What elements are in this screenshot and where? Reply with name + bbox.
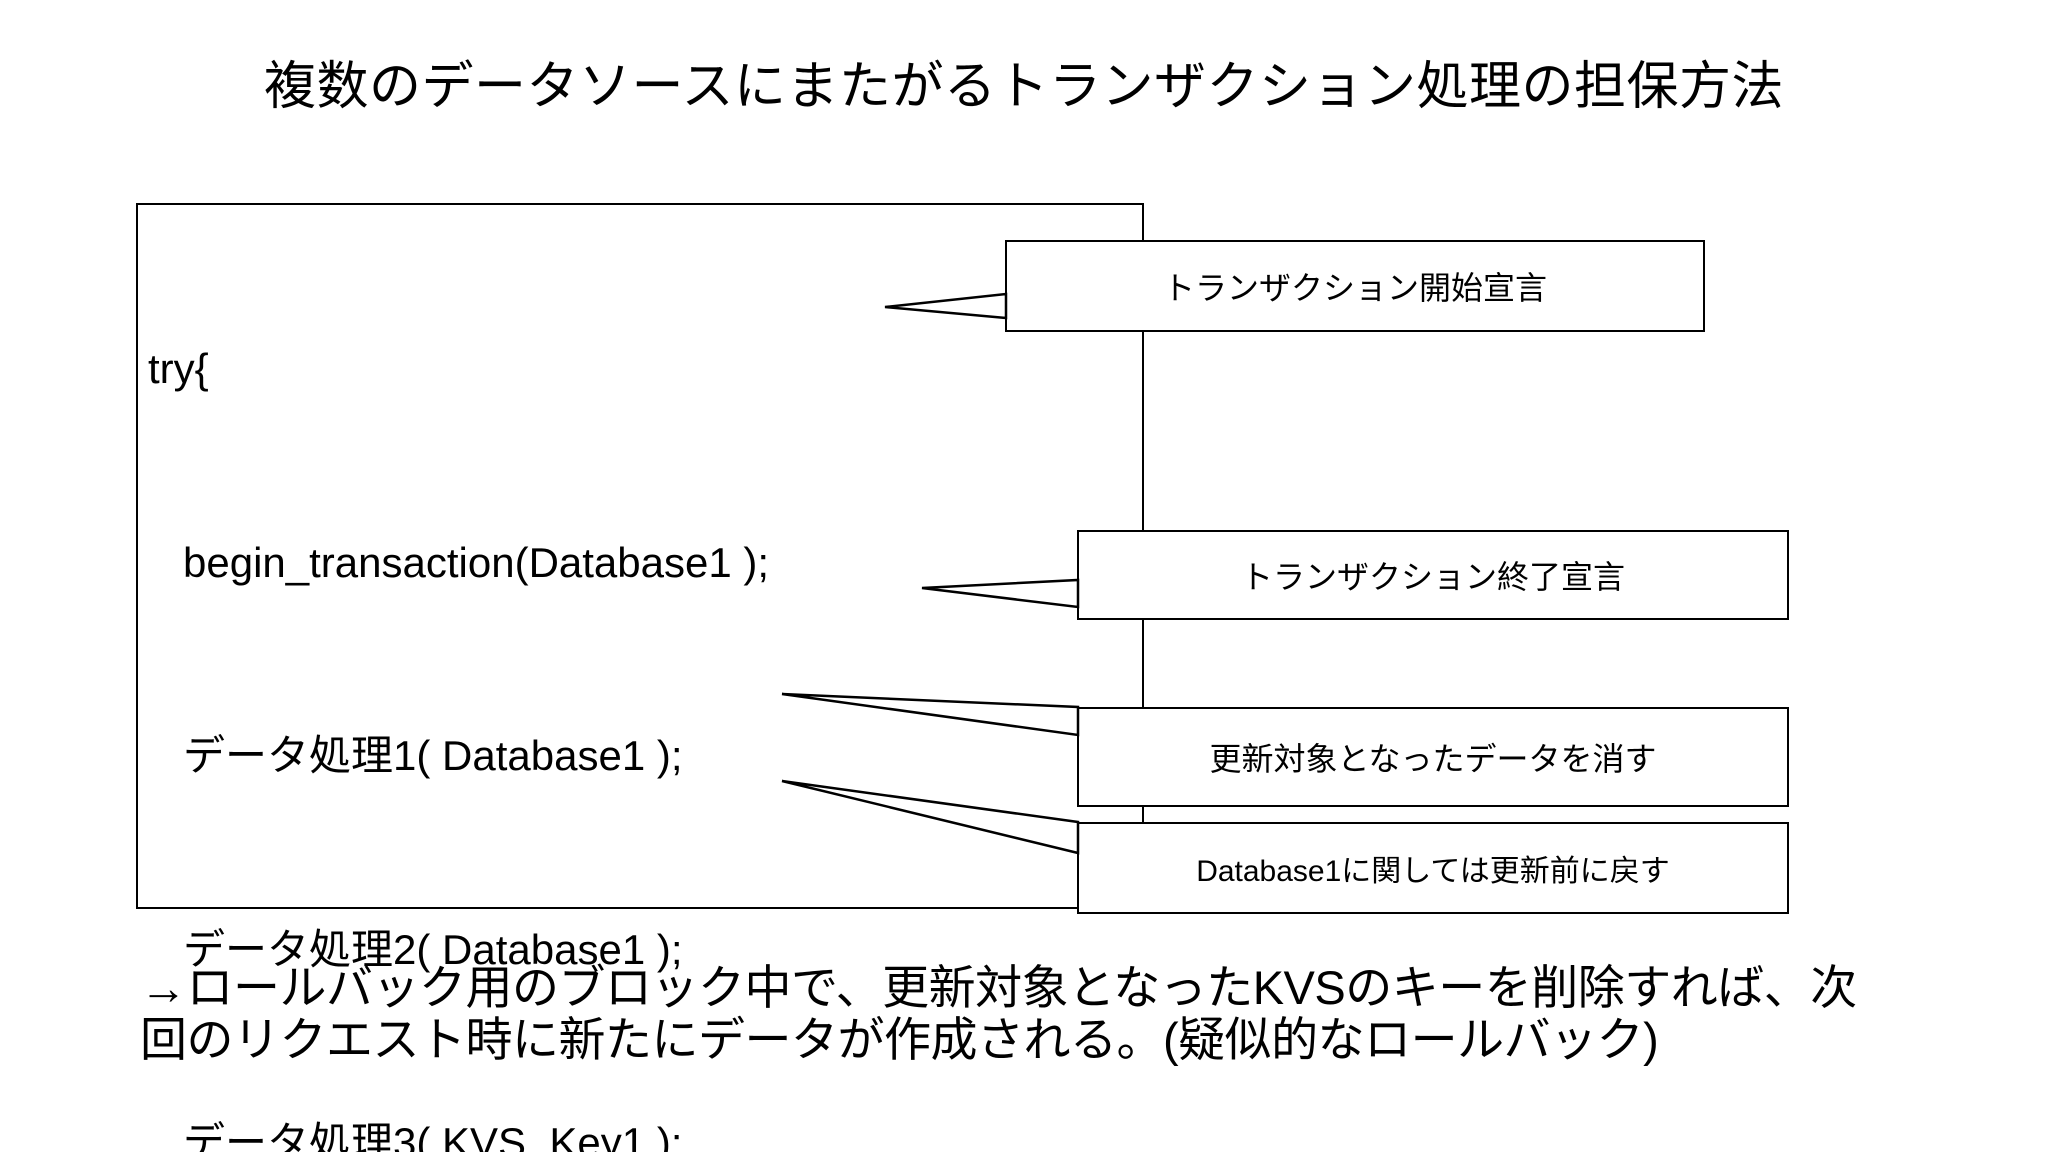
callout-label: トランザクション終了宣言 [1240,559,1625,595]
callout-label: Database1に関しては更新前に戻す [1196,855,1670,888]
summary-line-1: →ロールバック用のブロック中で、更新対象となったKVSのキーを削除すれば、次 [140,961,1857,1014]
code-line: begin_transaction(Database1 ); [148,538,770,586]
callout-rollback-database: Database1に関しては更新前に戻す [1077,822,1789,914]
summary-text: →ロールバック用のブロック中で、更新対象となったKVSのキーを削除すれば、次 回… [140,962,1940,1066]
summary-line-2: 回のリクエスト時に新たにデータが作成される。(疑似的なロールバック) [140,1013,1659,1066]
code-line: データ処理3( KVS_Key1 ); [148,1119,683,1152]
code-line: データ処理2( Database1 ); [148,925,683,973]
callout-delete-kvs-key: 更新対象となったデータを消す [1077,707,1789,807]
callout-label: 更新対象となったデータを消す [1209,741,1657,777]
code-line: try{ [148,345,209,392]
code-line: データ処理1( Database1 ); [148,732,683,779]
code-listing: try{ begin_transaction(Database1 ); データ処… [148,208,1148,1152]
callout-label: トランザクション開始宣言 [1162,270,1547,306]
callout-begin-transaction: トランザクション開始宣言 [1005,240,1705,332]
page-title: 複数のデータソースにまたがるトランザクション処理の担保方法 [264,58,1784,116]
callout-commit-transaction: トランザクション終了宣言 [1077,530,1789,620]
